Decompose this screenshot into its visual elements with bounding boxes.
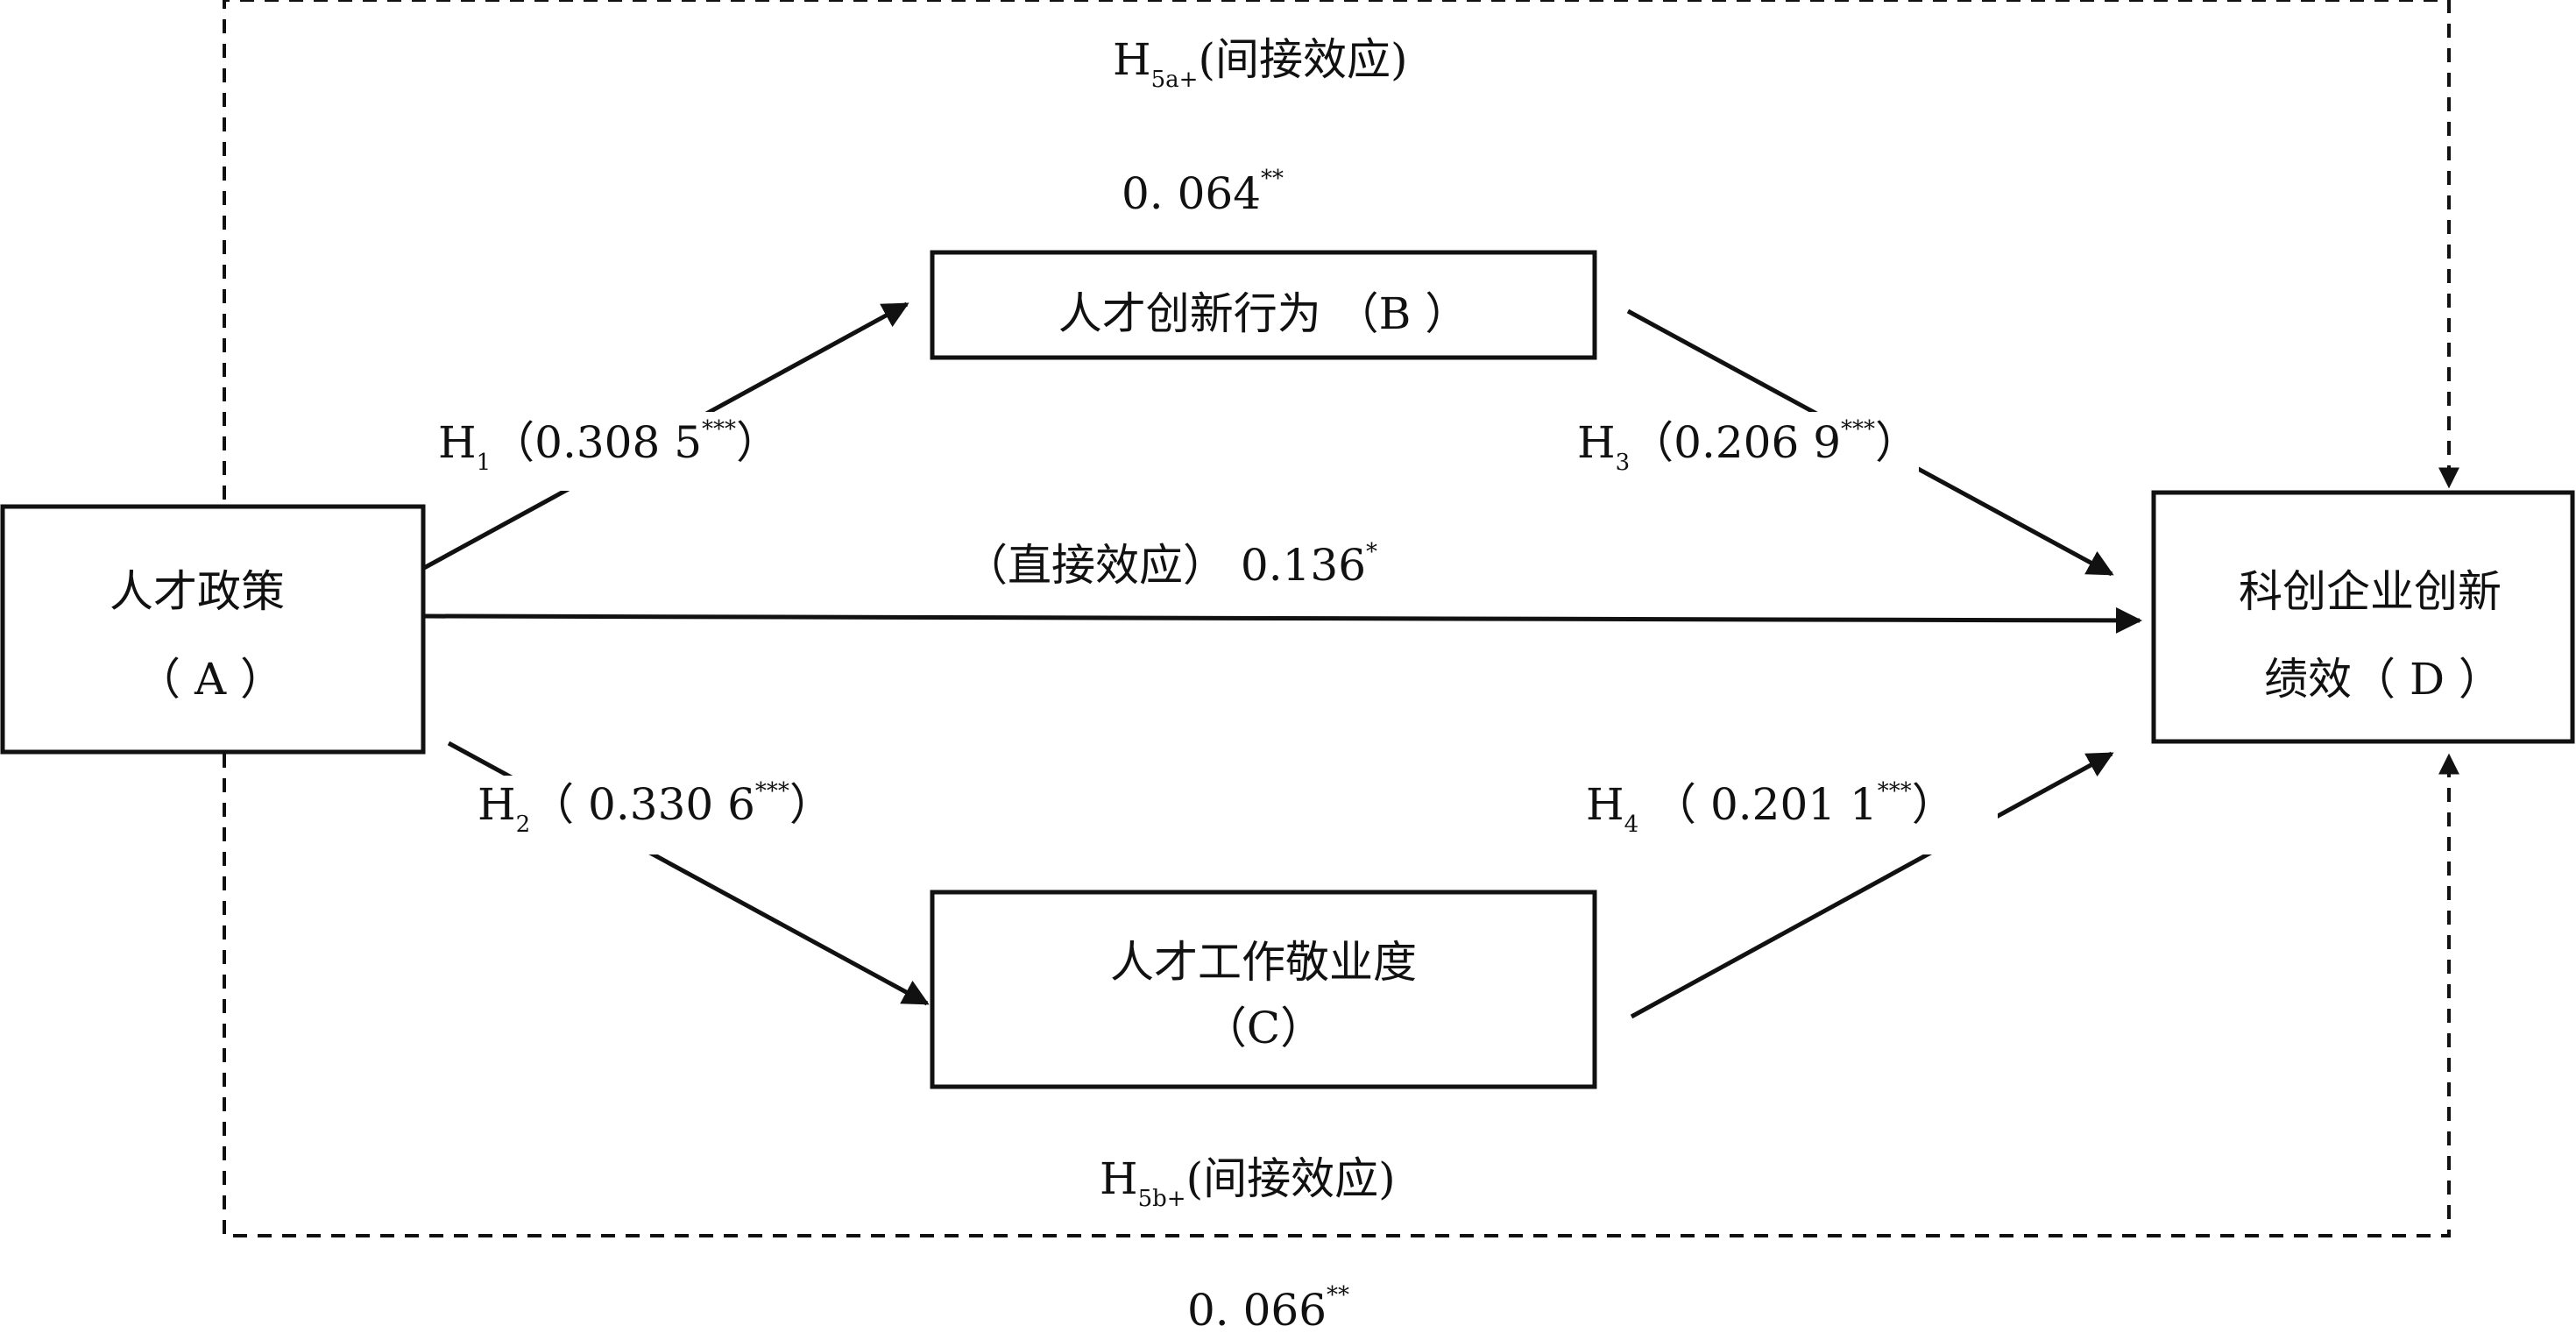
node-a-letter: （ A ） bbox=[137, 654, 284, 705]
edge-c-to-d bbox=[1630, 751, 2114, 1019]
h5b-indirect-label: H5b+(间接效应) bbox=[1100, 1153, 1396, 1212]
node-d-box bbox=[2151, 490, 2575, 744]
edge-a-to-d-direct bbox=[423, 606, 2142, 634]
node-b-box bbox=[930, 250, 1597, 360]
h2-coefficient-label: H2（ 0.330 6***） bbox=[478, 778, 833, 838]
indirect-effect-path-b bbox=[223, 753, 2459, 1237]
h5a-indirect-value: 0. 064** bbox=[1122, 166, 1284, 219]
node-c-letter: （C） bbox=[1203, 1003, 1324, 1053]
node-d-letter: 绩效（ D ） bbox=[2264, 654, 2502, 705]
h5b-indirect-value: 0. 066** bbox=[1187, 1282, 1349, 1333]
indirect-effect-path-a bbox=[223, 0, 2459, 500]
h3-coefficient-label: H3（0.206 9***） bbox=[1577, 416, 1919, 476]
node-a-label: 人才政策 bbox=[110, 566, 285, 617]
node-c-box bbox=[930, 890, 1597, 1089]
h1-coefficient-label: H1（0.308 5***） bbox=[438, 416, 780, 476]
h4-coefficient-label: H4 （ 0.201 1***） bbox=[1586, 778, 1956, 838]
h5a-indirect-label: H5a+(间接效应) bbox=[1113, 34, 1407, 93]
node-a-box bbox=[0, 504, 426, 755]
node-d-label: 科创企业创新 bbox=[2239, 566, 2502, 617]
node-c-label: 人才工作敬业度 bbox=[1110, 937, 1417, 988]
node-b-label: 人才创新行为 （B ） bbox=[1058, 288, 1469, 339]
direct-effect-label: （直接效应） 0.136* bbox=[964, 539, 1377, 591]
